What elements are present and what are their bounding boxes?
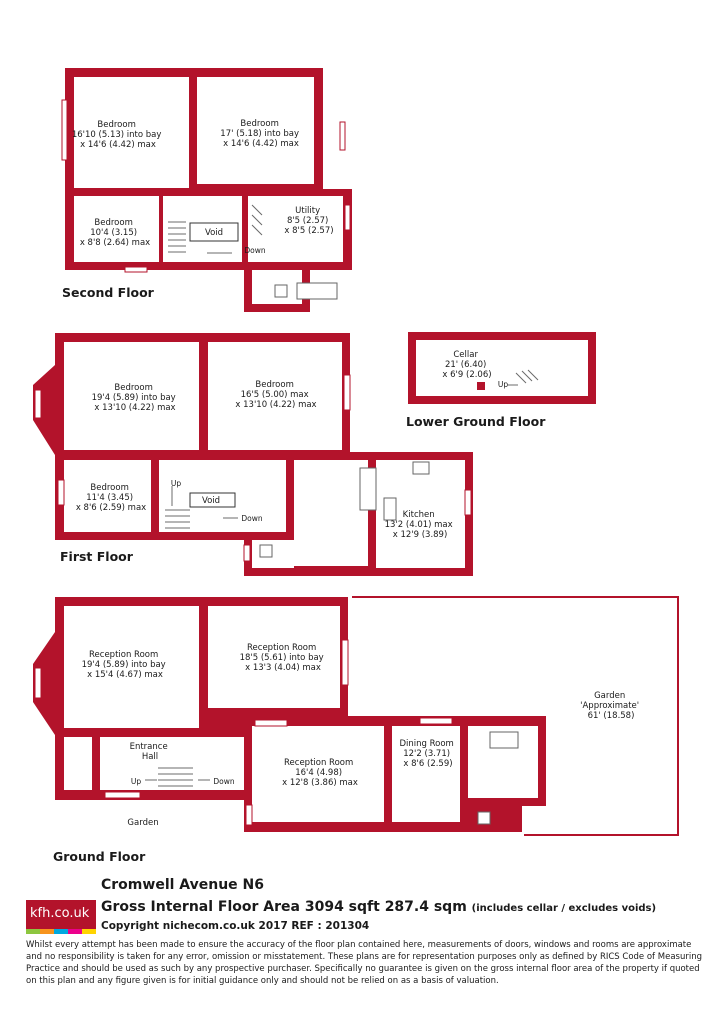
down-label: Down xyxy=(244,246,265,255)
logo-bar-segment xyxy=(68,929,82,934)
hob xyxy=(383,497,397,521)
down-label: Down xyxy=(241,514,262,523)
garden-boundary xyxy=(352,596,679,836)
down-label: Down xyxy=(213,777,234,786)
room-label: Reception Room 19'4 (5.89) into bay x 15… xyxy=(82,650,169,680)
room-label: Dining Room 12'2 (3.71) x 8'6 (2.59) xyxy=(399,739,456,769)
garden-label: Garden xyxy=(127,818,158,828)
window xyxy=(104,791,141,799)
room-label: Bedroom 10'4 (3.15) x 8'8 (2.64) max xyxy=(80,218,150,248)
window xyxy=(57,479,65,506)
stairs xyxy=(251,204,263,236)
stair-arrows xyxy=(171,486,238,519)
window xyxy=(34,389,42,419)
window xyxy=(339,121,346,151)
wc xyxy=(259,544,273,558)
void-label: Void xyxy=(202,496,220,506)
room-label: Bedroom 11'4 (3.45) x 8'6 (2.59) max xyxy=(76,483,146,513)
up-label: Up xyxy=(498,380,508,389)
floor-title-first: First Floor xyxy=(60,549,133,564)
window xyxy=(343,374,351,411)
window xyxy=(464,489,472,516)
logo-color-bar xyxy=(26,929,96,934)
window xyxy=(245,804,253,826)
room-label: Reception Room 16'4 (4.98) x 12'8 (3.86)… xyxy=(282,758,358,788)
bath xyxy=(296,282,338,300)
copyright: Copyright nichecom.co.uk 2017 REF : 2013… xyxy=(101,920,370,932)
second-floor-walls xyxy=(65,68,352,312)
floor-area-note: (includes cellar / excludes voids) xyxy=(471,903,657,914)
wc xyxy=(477,811,491,825)
logo-bar-segment xyxy=(82,929,96,934)
window xyxy=(243,544,251,562)
logo-bar-segment xyxy=(26,929,40,934)
shower xyxy=(489,731,519,749)
floor-title-lower-ground: Lower Ground Floor xyxy=(406,414,546,429)
property-address: Cromwell Avenue N6 xyxy=(101,877,265,893)
ground-floor-walls xyxy=(33,597,546,832)
stairs xyxy=(165,509,190,529)
room-label: Utility 8'5 (2.57) x 8'5 (2.57) xyxy=(284,206,333,236)
window xyxy=(34,667,42,699)
window xyxy=(419,717,453,725)
kfh-logo: kfh.co.uk xyxy=(26,900,96,934)
stairs xyxy=(168,221,186,253)
wc xyxy=(274,284,288,298)
room-label: Entrance Hall xyxy=(130,742,171,762)
window xyxy=(341,639,349,686)
ground-floor-plan: Reception Room 19'4 (5.89) into bay x 15… xyxy=(33,596,679,836)
floor-area-value: Gross Internal Floor Area 3094 sqft 287.… xyxy=(101,899,467,915)
bath xyxy=(359,467,377,511)
window xyxy=(344,204,351,231)
cellar-walls xyxy=(408,332,596,404)
first-floor-plan: Bedroom 19'4 (5.89) into bay x 13'10 (4.… xyxy=(33,333,473,576)
stairs xyxy=(158,767,193,787)
cellar-fixture xyxy=(477,382,485,390)
up-label: Up xyxy=(171,479,181,488)
logo-text: kfh.co.uk xyxy=(30,906,90,921)
first-floor-walls xyxy=(33,333,473,576)
room-label: Bedroom 16'5 (5.00) max x 13'10 (4.22) m… xyxy=(235,380,316,410)
logo-bar-segment xyxy=(54,929,68,934)
up-label: Up xyxy=(131,777,141,786)
floor-title-ground: Ground Floor xyxy=(53,849,146,864)
void-label: Void xyxy=(205,228,223,238)
room-label: Kitchen 13'2 (4.01) max x 12'9 (3.89) xyxy=(385,510,456,540)
logo-bar-segment xyxy=(40,929,54,934)
floor-area: Gross Internal Floor Area 3094 sqft 287.… xyxy=(101,899,656,915)
void-box xyxy=(189,492,236,508)
floor-title-second: Second Floor xyxy=(62,285,154,300)
disclaimer: Whilst every attempt has been made to en… xyxy=(26,940,702,986)
garden-label: Garden 'Approximate' 61' (18.58) xyxy=(580,691,642,721)
sink xyxy=(412,461,430,475)
room-label: Bedroom 17' (5.18) into bay x 14'6 (4.42… xyxy=(220,119,301,149)
lower-ground-floor-plan: Cellar 21' (6.40) x 6'9 (2.06) Up xyxy=(408,332,596,404)
room-label: Reception Room 18'5 (5.61) into bay x 13… xyxy=(240,643,327,673)
room-label: Cellar 21' (6.40) x 6'9 (2.06) xyxy=(442,350,491,380)
room-label: Bedroom 16'10 (5.13) into bay x 14'6 (4.… xyxy=(72,120,164,150)
stairs xyxy=(515,369,539,384)
void-box xyxy=(189,222,239,242)
second-floor-plan: Bedroom 16'10 (5.13) into bay x 14'6 (4.… xyxy=(61,68,352,312)
window xyxy=(254,719,288,727)
window xyxy=(124,266,148,273)
window xyxy=(61,99,68,161)
room-label: Bedroom 19'4 (5.89) into bay x 13'10 (4.… xyxy=(92,383,179,413)
